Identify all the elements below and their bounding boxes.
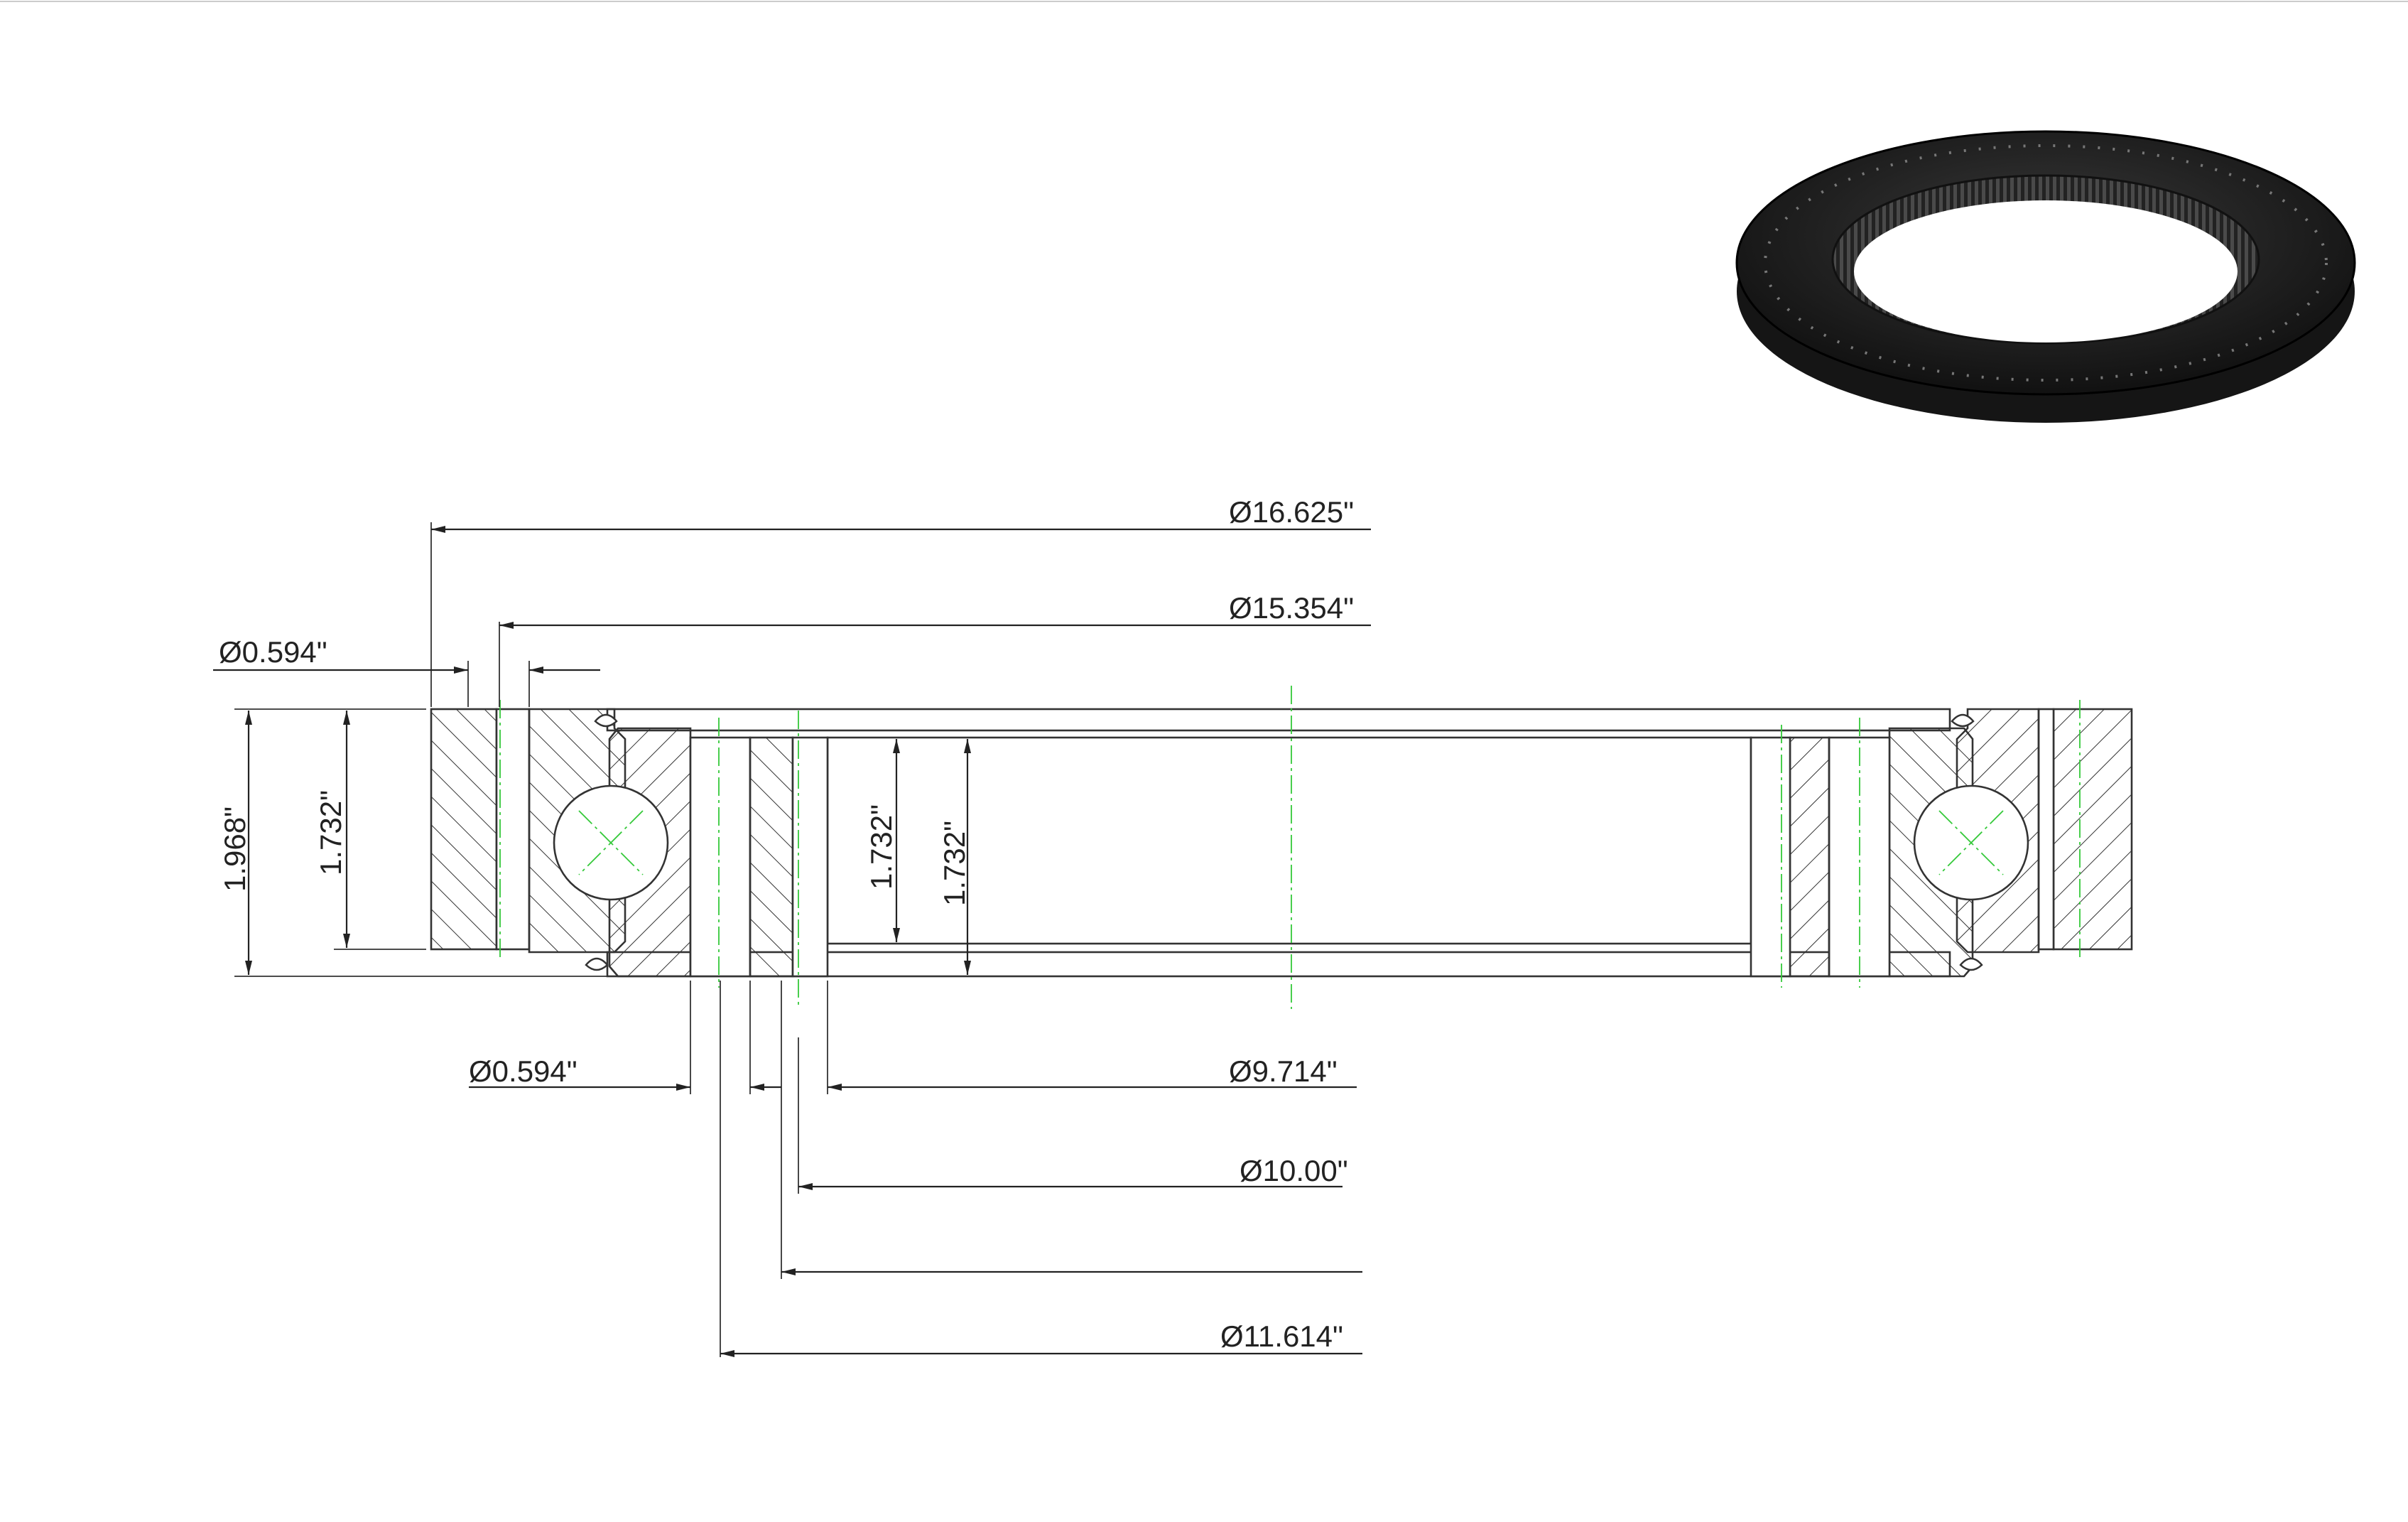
right-outer-flange [2052,708,2133,951]
bore-opening [826,736,1752,945]
dim-inner-ring-height-a: 1.732" [864,804,898,890]
slewing-ring-3d-render [1735,130,2356,423]
dim-bolt-circle-outer: Ø15.354" [1229,591,1354,625]
dim-outer-ring-height: 1.732" [314,790,347,875]
dim-outer-hole-diameter: Ø0.594" [219,635,327,669]
right-top-seal [1951,713,1975,728]
dim-inner-ring-diameter: Ø11.614" [1220,1319,1343,1353]
left-inner-bolt-hole [689,736,752,978]
left-inner-wall [749,736,794,978]
left-top-seal [594,713,618,728]
right-outer-bolt-hole [2037,708,2055,951]
right-inner-wall [1789,736,1831,978]
dimension-labels: Ø16.625" Ø15.354" Ø0.594" 1.968" 1.732" … [218,495,1354,1353]
left-outer-flange [430,708,498,951]
left-bottom-seal [585,957,609,971]
dim-inner-ring-height-b: 1.732" [938,821,971,906]
dim-inner-hole-diameter: Ø0.594" [469,1054,577,1088]
dim-overall-height: 1.968" [218,806,251,892]
dim-gear-root-diameter: Ø9.714" [1229,1054,1338,1088]
housing-top-band [606,708,1951,732]
dim-outer-diameter: Ø16.625" [1229,495,1354,529]
right-bottom-seal [1959,957,1983,971]
dim-bolt-circle-inner: Ø10.00" [1240,1154,1348,1187]
left-outer-bolt-hole [495,708,531,951]
dimension-lines [213,522,1371,1357]
right-gear-teeth [1750,736,1791,978]
cross-section [430,686,2133,1009]
